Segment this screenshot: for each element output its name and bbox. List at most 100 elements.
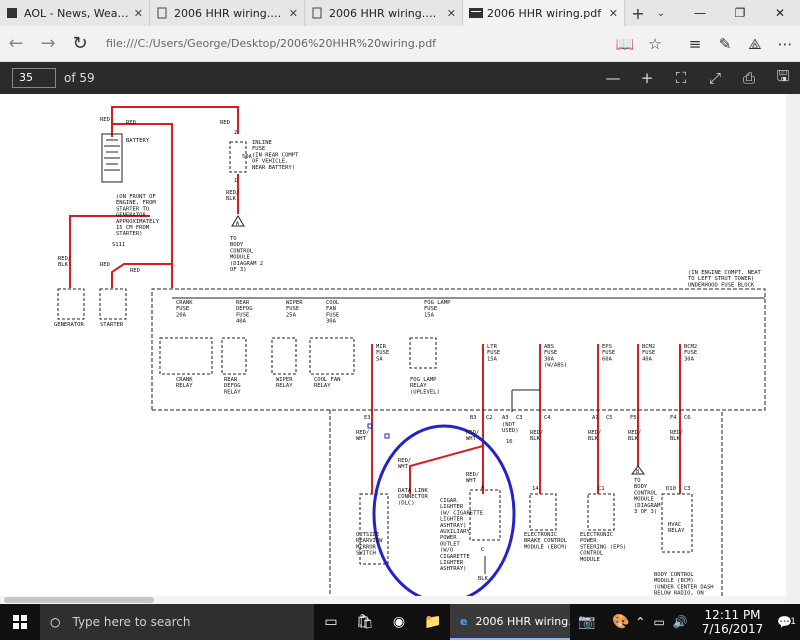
fuse-label-line: FUSE [326, 312, 339, 318]
share-icon[interactable]: ⟁ [748, 34, 762, 53]
address-bar[interactable]: file:///C:/Users/George/Desktop/2006%20H… [106, 37, 437, 50]
fuse-label-line: CRANK [176, 300, 193, 306]
chrome-icon[interactable]: ◉ [392, 614, 406, 630]
file-explorer-icon[interactable]: 📁 [424, 614, 442, 630]
page-number-input[interactable]: 35 [12, 68, 56, 88]
zoom-out-icon[interactable]: — [605, 69, 621, 87]
tray-chevron-icon[interactable]: ⌃ [635, 615, 646, 629]
relay-label-line: REAR [224, 377, 238, 383]
fuse-label-line: FUSE [286, 306, 299, 312]
pdf-badge-icon [469, 7, 483, 19]
reading-view-icon[interactable]: 📖 [615, 34, 635, 53]
forward-arrow-icon[interactable]: → [40, 33, 56, 54]
relay-label-line: RELAY [314, 383, 331, 389]
eps-module-label-line: POWER [580, 538, 597, 544]
task-view-icon[interactable]: ▭ [324, 614, 338, 630]
mirror-switch-label-line: OUTSIDE [356, 532, 379, 538]
paint-icon[interactable]: 🎨 [612, 614, 630, 630]
pin-label: A3 [502, 415, 509, 421]
clock-date: 7/16/2017 [701, 622, 764, 636]
print-icon[interactable]: ⎙ [742, 69, 755, 87]
eps-module-label-line: CONTROL [580, 551, 604, 557]
fullscreen-icon[interactable]: ⤢ [708, 69, 721, 87]
horizontal-scrollbar[interactable] [0, 596, 786, 604]
fuse-label-line: FUSE [544, 350, 557, 356]
windows-start-icon[interactable] [0, 604, 40, 640]
cigar-lighter-label-line: POWER [440, 535, 457, 541]
ebcm-label-line: ELECTRONIC [524, 532, 557, 538]
cigar-lighter-label-line: (W/ CIGARETTE [440, 510, 483, 516]
close-window-icon[interactable]: ✕ [774, 6, 786, 20]
bcm-ref-label-line: MODULE [634, 497, 654, 503]
vertical-scrollbar[interactable] [786, 94, 800, 604]
tab-close-icon[interactable]: ✕ [288, 6, 298, 20]
ebcm-label-line: BRAKE CONTROL [524, 538, 568, 544]
network-icon[interactable]: ▭ [653, 615, 665, 629]
taskbar-search[interactable]: ○ Type here to search [40, 604, 314, 640]
tab-pdf-2[interactable]: 2006 HHR wiring.pdf ✕ [305, 0, 463, 26]
fuse-label-line: 25A [286, 312, 297, 318]
tab-close-icon[interactable]: ✕ [133, 6, 143, 20]
scroll-thumb[interactable] [4, 597, 154, 603]
store-icon[interactable]: 🛍 [356, 614, 374, 630]
splice-label: S111 [112, 242, 125, 248]
bcm-location-label-line: BELOW RADIO, ON [654, 591, 704, 597]
clock-time: 12:11 PM [704, 608, 761, 622]
more-icon[interactable]: ⋯ [777, 34, 793, 53]
wire-label-line: RED/ [588, 430, 601, 436]
wire-label-line: WHT [356, 436, 367, 442]
starter-label: STARTER [100, 322, 124, 328]
eps-module-label-line: ELECTRONIC [580, 532, 613, 538]
bcm-ref-label-line: BODY [634, 484, 648, 490]
wire-label: RED/BLK [588, 430, 601, 442]
tab-pdf-1[interactable]: 2006 HHR wiring.pdf ✕ [150, 0, 305, 26]
zoom-in-icon[interactable]: + [640, 69, 654, 87]
fuse-label-line: (W/ABS) [544, 363, 567, 369]
restore-icon[interactable]: ❐ [734, 6, 746, 20]
tab-pdf-active[interactable]: 2006 HHR wiring.pdf ✕ [463, 0, 625, 26]
notification-center-icon[interactable]: 💬 [777, 615, 793, 629]
pin-label: D10 [666, 486, 676, 492]
pin-label: C6 [684, 415, 691, 421]
pin-label: C3 [516, 415, 523, 421]
mirror-switch-label-line: SWITCH [356, 551, 376, 557]
volume-icon[interactable]: 🔊 [672, 615, 688, 629]
hvac-relay-label-line: HVAC [668, 522, 681, 528]
fuse-label-line: 30A [326, 319, 337, 325]
pin-label: C [481, 547, 484, 553]
web-note-icon[interactable]: ✎ [718, 34, 732, 53]
wire-label-line: RED/ [226, 190, 239, 196]
new-tab-button[interactable]: + [631, 3, 645, 23]
bcm-ref-label-line: OF 3) [230, 267, 247, 273]
tab-aol[interactable]: AOL - News, Weather, Enter ✕ [0, 0, 150, 26]
wire-label-line: RED/ [670, 430, 683, 436]
tab-list-chevron-icon[interactable]: ⌄ [656, 7, 666, 19]
tab-close-icon[interactable]: ✕ [446, 6, 456, 20]
fit-page-icon[interactable]: ⛶ [675, 69, 687, 87]
camera-icon[interactable]: 📷 [578, 614, 596, 630]
save-icon[interactable]: 🖫 [776, 66, 790, 85]
taskbar-app-edge[interactable]: e 2006 HHR wiring.p... [450, 604, 570, 640]
tab-title: 2006 HHR wiring.pdf [487, 6, 602, 20]
clock[interactable]: 12:11 PM 7/16/2017 [692, 608, 774, 636]
wire-label: RED [220, 120, 230, 126]
hub-icon[interactable]: ≡ [688, 34, 702, 53]
fuse-label-line: FUSE [602, 350, 615, 356]
back-arrow-icon[interactable]: ← [8, 33, 24, 54]
minimize-icon[interactable]: — [694, 6, 706, 20]
pin-label: C3 [684, 486, 691, 492]
connector-letter: A [236, 221, 239, 227]
cigar-lighter-label-line: ASHTRAY) [440, 523, 467, 529]
tab-close-icon[interactable]: ✕ [608, 6, 618, 20]
inline-fuse-label-line: OF VEHICLE, [252, 159, 288, 165]
refresh-icon[interactable]: ↻ [72, 33, 88, 54]
favorite-star-icon[interactable]: ☆ [648, 34, 662, 53]
